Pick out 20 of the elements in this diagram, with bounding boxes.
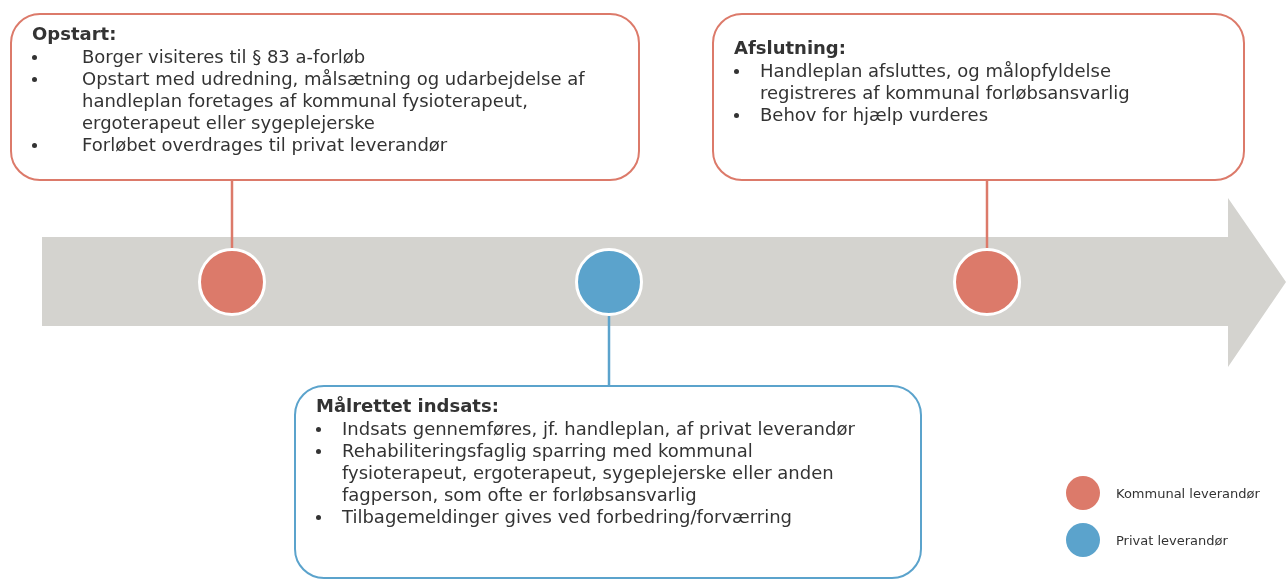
bullet-item: Tilbagemeldinger gives ved forbedring/forværring: [342, 506, 793, 528]
connector-line: [607, 316, 611, 385]
connector-line: [985, 181, 989, 248]
phase-card: [294, 385, 922, 579]
legend-label: Privat leverandør: [1116, 532, 1228, 548]
bullet-item: Behov for hjælp vurderes: [760, 104, 990, 126]
timeline-arrow: [42, 198, 1286, 367]
connector-line: [230, 181, 234, 248]
phase-card: [712, 13, 1245, 181]
bullet-item: Borger visiteres til § 83 a-forløb: [82, 46, 367, 68]
phase-card: [10, 13, 640, 181]
phase-heading: Målrettet indsats:: [316, 395, 499, 416]
bullet-item: Forløbet overdrages til privat leverandør: [82, 134, 449, 156]
bullet-item: Opstart med udredning, målsætning og udarbejdelse af handleplan foretages af kommunal fysioterapeut, ergoterapeut eller sygeplejerske: [82, 68, 586, 134]
phase-heading: Afslutning:: [734, 37, 846, 58]
bullet-item: Rehabiliteringsfaglig sparring med kommunal fysioterapeut, ergoterapeut, sygeplejerske eller anden fagperson, som ofte er forløbsansvarlig: [342, 440, 835, 506]
bullet-item: Handleplan afsluttes, og målopfyldelse registreres af kommunal forløbsansvarlig: [760, 60, 1131, 104]
phase-heading: Opstart:: [32, 23, 117, 44]
bullet-item: Indsats gennemføres, jf. handleplan, af privat leverandør: [342, 418, 856, 440]
legend-label: Kommunal leverandør: [1116, 485, 1260, 501]
